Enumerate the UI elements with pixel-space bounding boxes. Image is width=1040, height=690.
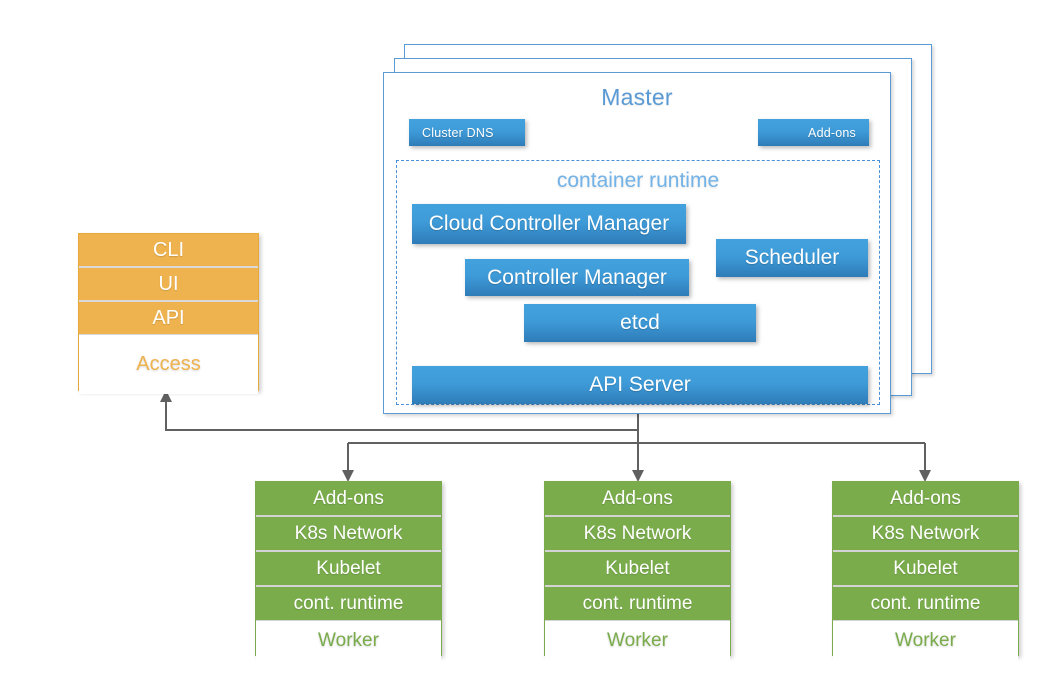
worker-2-row-k8s-network[interactable]: K8s Network bbox=[545, 517, 730, 552]
access-row-ui[interactable]: UI bbox=[79, 268, 258, 302]
access-footer-label: Access bbox=[79, 335, 258, 394]
worker-1-row-cont-runtime[interactable]: cont. runtime bbox=[256, 587, 441, 621]
container-runtime-region bbox=[396, 160, 880, 405]
controller-manager-box[interactable]: Controller Manager bbox=[465, 259, 689, 296]
container-runtime-title: container runtime bbox=[556, 169, 720, 192]
worker-2-row-cont-runtime[interactable]: cont. runtime bbox=[545, 587, 730, 621]
worker-node-3: Add-ons K8s Network Kubelet cont. runtim… bbox=[832, 481, 1019, 661]
worker-3-row-k8s-network[interactable]: K8s Network bbox=[833, 517, 1018, 552]
access-row-cli[interactable]: CLI bbox=[79, 234, 258, 268]
worker-3-row-add-ons[interactable]: Add-ons bbox=[833, 482, 1018, 517]
worker-3-footer-label: Worker bbox=[833, 621, 1018, 661]
access-stack: CLI UI API Access bbox=[78, 233, 259, 394]
scheduler-box[interactable]: Scheduler bbox=[716, 239, 868, 277]
worker-1-row-k8s-network[interactable]: K8s Network bbox=[256, 517, 441, 552]
cloud-controller-manager-box[interactable]: Cloud Controller Manager bbox=[412, 204, 686, 244]
api-server-box[interactable]: API Server bbox=[412, 366, 868, 404]
worker-3-row-kubelet[interactable]: Kubelet bbox=[833, 552, 1018, 587]
worker-1-row-kubelet[interactable]: Kubelet bbox=[256, 552, 441, 587]
worker-2-footer-label: Worker bbox=[545, 621, 730, 661]
worker-node-2: Add-ons K8s Network Kubelet cont. runtim… bbox=[544, 481, 731, 661]
worker-2-row-add-ons[interactable]: Add-ons bbox=[545, 482, 730, 517]
worker-2-row-kubelet[interactable]: Kubelet bbox=[545, 552, 730, 587]
cluster-dns-box[interactable]: Cluster DNS bbox=[409, 119, 525, 146]
worker-3-row-cont-runtime[interactable]: cont. runtime bbox=[833, 587, 1018, 621]
worker-1-footer-label: Worker bbox=[256, 621, 441, 661]
master-title: Master bbox=[601, 84, 673, 110]
add-ons-box[interactable]: Add-ons bbox=[758, 119, 869, 146]
worker-node-1: Add-ons K8s Network Kubelet cont. runtim… bbox=[255, 481, 442, 661]
worker-1-row-add-ons[interactable]: Add-ons bbox=[256, 482, 441, 517]
etcd-box[interactable]: etcd bbox=[524, 304, 756, 342]
access-row-api[interactable]: API bbox=[79, 302, 258, 335]
